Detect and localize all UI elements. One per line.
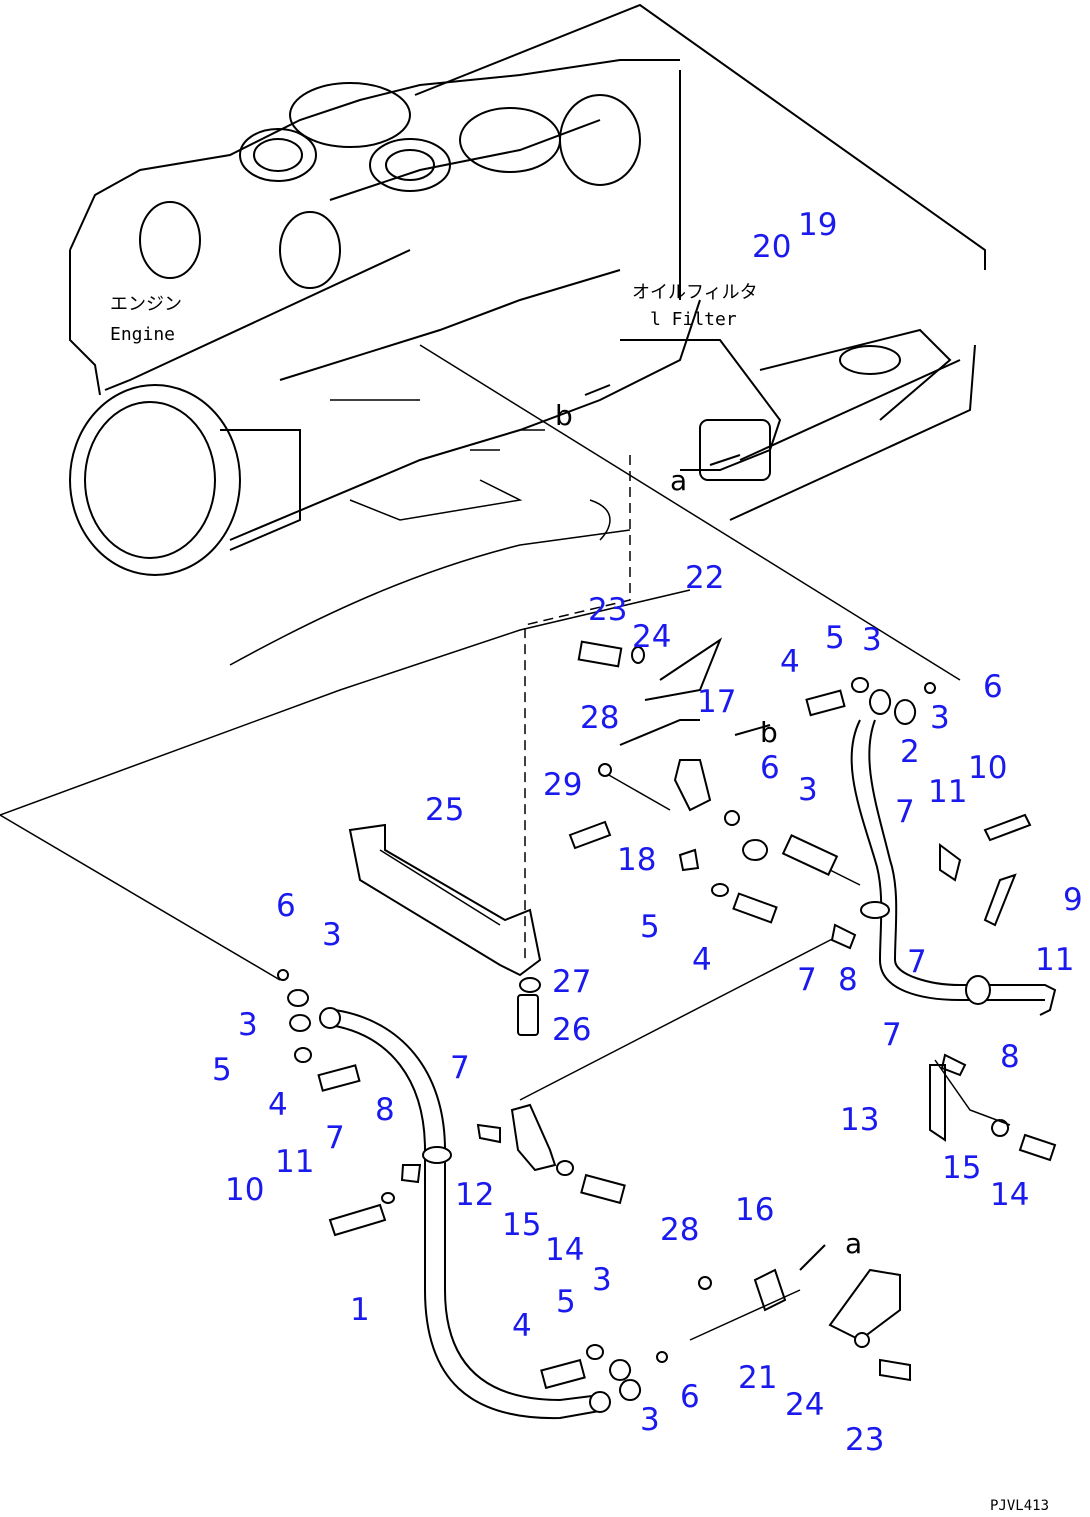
hose-2-assembly (711, 677, 1057, 1162)
callout-4: 4 (268, 1087, 288, 1123)
callout-11: 11 (1035, 942, 1074, 978)
callout-16: 16 (735, 1192, 774, 1228)
callout-28: 28 (580, 700, 619, 736)
callout-26: 26 (552, 1012, 591, 1048)
callout-7: 7 (907, 944, 927, 980)
callout-20: 20 (752, 229, 791, 265)
oil-filter-jp-label: オイルフィルタ (632, 282, 758, 303)
callout-8: 8 (375, 1092, 395, 1128)
callout-25: 25 (425, 792, 464, 828)
callout-23: 23 (588, 592, 627, 628)
callout-5: 5 (640, 909, 660, 945)
callout-5: 5 (825, 620, 845, 656)
ref-b-bracket: b (760, 716, 778, 749)
ref-b-engine: b (555, 399, 573, 432)
annotation-labels: エンジン Engine オイルフィルタ l Filter b a b a PJV… (110, 282, 1049, 1514)
callout-6: 6 (760, 750, 780, 786)
callout-11: 11 (275, 1144, 314, 1180)
callout-17: 17 (697, 684, 736, 720)
callout-1: 1 (350, 1292, 370, 1328)
callout-18: 18 (617, 842, 656, 878)
callout-3: 3 (640, 1402, 660, 1438)
callout-14: 14 (545, 1232, 584, 1268)
callout-4: 4 (780, 644, 800, 680)
callout-14: 14 (990, 1177, 1029, 1213)
callout-10: 10 (225, 1172, 264, 1208)
callout-12: 12 (455, 1177, 494, 1213)
reference-lines (0, 344, 961, 1341)
callout-29: 29 (543, 767, 582, 803)
callout-24: 24 (785, 1387, 824, 1423)
callout-4: 4 (692, 942, 712, 978)
bracket-17-assembly (568, 637, 771, 872)
callout-3: 3 (798, 772, 818, 808)
callout-3: 3 (930, 700, 950, 736)
callout-22: 22 (685, 560, 724, 596)
callout-19: 19 (798, 207, 837, 243)
callout-10: 10 (968, 750, 1007, 786)
bracket-16-assembly (698, 1244, 911, 1382)
callout-2: 2 (900, 734, 920, 770)
ref-a-engine: a (670, 464, 687, 497)
engine-jp-label: エンジン (110, 294, 182, 315)
callout-27: 27 (552, 964, 591, 1000)
callout-8: 8 (838, 962, 858, 998)
callout-6: 6 (276, 888, 296, 924)
callout-7: 7 (450, 1050, 470, 1086)
callout-3: 3 (238, 1007, 258, 1043)
callout-6: 6 (983, 669, 1003, 705)
callout-7: 7 (797, 962, 817, 998)
hose-1-assembly (277, 969, 668, 1420)
callout-6: 6 (680, 1379, 700, 1415)
callout-9: 9 (1063, 882, 1083, 918)
drawing-code: PJVL413 (990, 1498, 1049, 1514)
callout-11: 11 (928, 774, 967, 810)
callout-13: 13 (840, 1102, 879, 1138)
guard-25 (348, 823, 542, 1036)
callout-8: 8 (1000, 1039, 1020, 1075)
callout-15: 15 (502, 1207, 541, 1243)
callout-3: 3 (322, 917, 342, 953)
ref-a-bracket: a (845, 1227, 862, 1260)
callout-24: 24 (632, 619, 671, 655)
callout-7: 7 (895, 794, 915, 830)
engine-en-label: Engine (110, 324, 175, 345)
callout-21: 21 (738, 1360, 777, 1396)
callout-5: 5 (212, 1052, 232, 1088)
callout-7: 7 (325, 1120, 345, 1156)
callout-28: 28 (660, 1212, 699, 1248)
engine-frame-drawing (69, 3, 986, 576)
callout-7: 7 (882, 1017, 902, 1053)
callout-numbers: 20 19 22 23 24 17 28 29 18 6 25 27 26 4 … (212, 207, 1083, 1458)
callout-23: 23 (845, 1422, 884, 1458)
callout-15: 15 (942, 1150, 981, 1186)
callout-3: 3 (862, 622, 882, 658)
callout-4: 4 (512, 1308, 532, 1344)
callout-5: 5 (556, 1284, 576, 1320)
callout-3: 3 (592, 1262, 612, 1298)
oil-filter-en-label: l Filter (650, 309, 737, 330)
